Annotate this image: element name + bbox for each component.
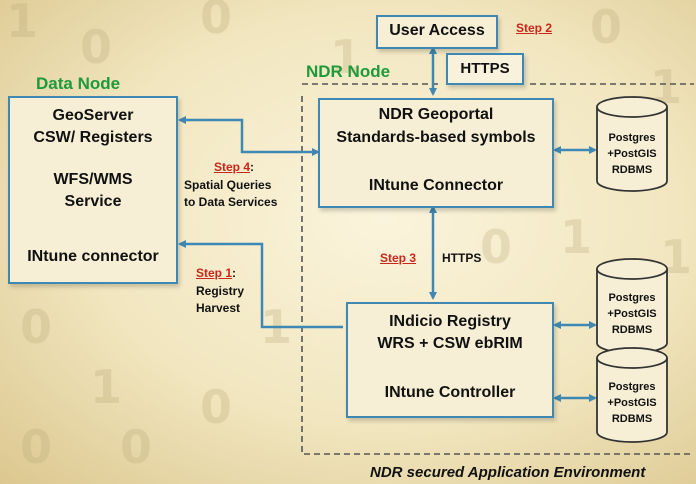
data-node-line5: INtune connector xyxy=(27,248,159,265)
geoportal-line2: Standards-based symbols xyxy=(336,129,536,146)
db2-line2: +PostGIS xyxy=(607,308,657,320)
db3-line1: Postgres xyxy=(608,381,656,393)
db1-line2: +PostGIS xyxy=(607,148,657,160)
step1-line1: Registry xyxy=(196,284,245,298)
db1-line3: RDBMS xyxy=(611,164,653,176)
database-cylinder-1: Postgres +PostGIS RDBMS xyxy=(595,95,669,195)
https-box: HTTPS xyxy=(446,53,524,85)
step3-https: HTTPS xyxy=(442,251,482,265)
https-label: HTTPS xyxy=(460,60,510,77)
data-node-line3: WFS/WMS xyxy=(53,171,133,188)
step1-line2: Harvest xyxy=(196,301,241,315)
data-node-box: GeoServer CSW/ Registers WFS/WMS Service… xyxy=(8,96,178,284)
db3-line3: RDBMS xyxy=(611,413,653,425)
data-node-title: Data Node xyxy=(36,74,121,93)
user-access-label: User Access xyxy=(389,22,485,39)
step1-annotation: Step 1: xyxy=(196,266,236,280)
user-access-box: User Access xyxy=(376,15,498,49)
step1-colon: : xyxy=(232,266,237,280)
cylinder-shape xyxy=(596,347,668,443)
database-cylinder-3: Postgres +PostGIS RDBMS xyxy=(595,346,669,446)
arrow-step4 xyxy=(178,116,320,156)
data-node-line1: GeoServer xyxy=(52,107,134,124)
data-node-line2: CSW/ Registers xyxy=(33,129,153,146)
geoportal-line1: NDR Geoportal xyxy=(378,106,494,123)
step4-label: Step 4 xyxy=(214,160,251,174)
geoportal-box: NDR Geoportal Standards-based symbols IN… xyxy=(318,98,554,208)
db2-line1: Postgres xyxy=(608,292,656,304)
step4-annotation: Step 4: xyxy=(214,160,254,174)
step3-label: Step 3 xyxy=(380,251,417,265)
database-cylinder-2: Postgres +PostGIS RDBMS xyxy=(595,257,669,357)
registry-line2: WRS + CSW ebRIM xyxy=(377,335,523,352)
db3-line2: +PostGIS xyxy=(607,397,657,409)
data-node-line4: Service xyxy=(64,193,122,210)
geoportal-line3: INtune Connector xyxy=(368,177,504,194)
step2-label: Step 2 xyxy=(516,21,553,35)
cylinder-shape xyxy=(596,96,668,192)
step4-line2: to Data Services xyxy=(184,195,278,209)
environment-caption: NDR secured Application Environment xyxy=(370,464,646,481)
arrow-step1 xyxy=(178,240,343,329)
ndr-node-title: NDR Node xyxy=(306,62,391,81)
step4-line1: Spatial Queries xyxy=(184,178,272,192)
db2-line3: RDBMS xyxy=(611,324,653,336)
registry-box: INdicio Registry WRS + CSW ebRIM INtune … xyxy=(346,302,554,418)
step4-colon: : xyxy=(250,160,255,174)
registry-line1: INdicio Registry xyxy=(389,313,511,330)
db1-line1: Postgres xyxy=(608,132,656,144)
registry-line3: INtune Controller xyxy=(384,384,516,401)
step1-label: Step 1 xyxy=(196,266,233,280)
